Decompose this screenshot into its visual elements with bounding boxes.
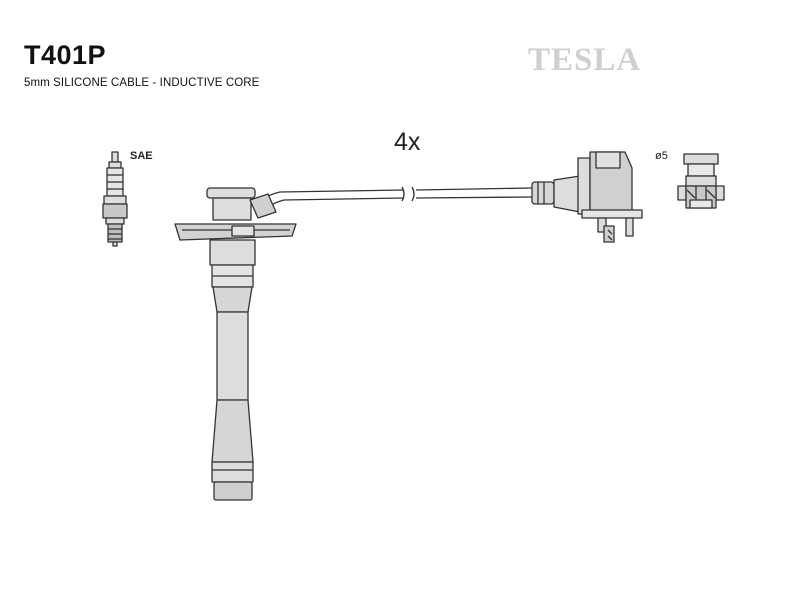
sae-label: SAE <box>130 150 153 162</box>
terminal-diameter-label: ø5 <box>655 150 668 162</box>
coil-connector-icon <box>531 151 643 243</box>
terminal-cross-section-icon <box>677 153 725 209</box>
quantity-label: 4x <box>394 128 421 156</box>
spark-plug-boot-icon <box>174 187 297 501</box>
brand-logo: TESLA <box>528 42 642 78</box>
boot-elbow-collar <box>249 193 277 219</box>
part-number: T401P <box>24 40 107 70</box>
cable-line <box>255 186 533 217</box>
cable-description: 5mm SILICONE CABLE - INDUCTIVE CORE <box>24 77 260 89</box>
spark-plug-icon <box>102 151 128 247</box>
